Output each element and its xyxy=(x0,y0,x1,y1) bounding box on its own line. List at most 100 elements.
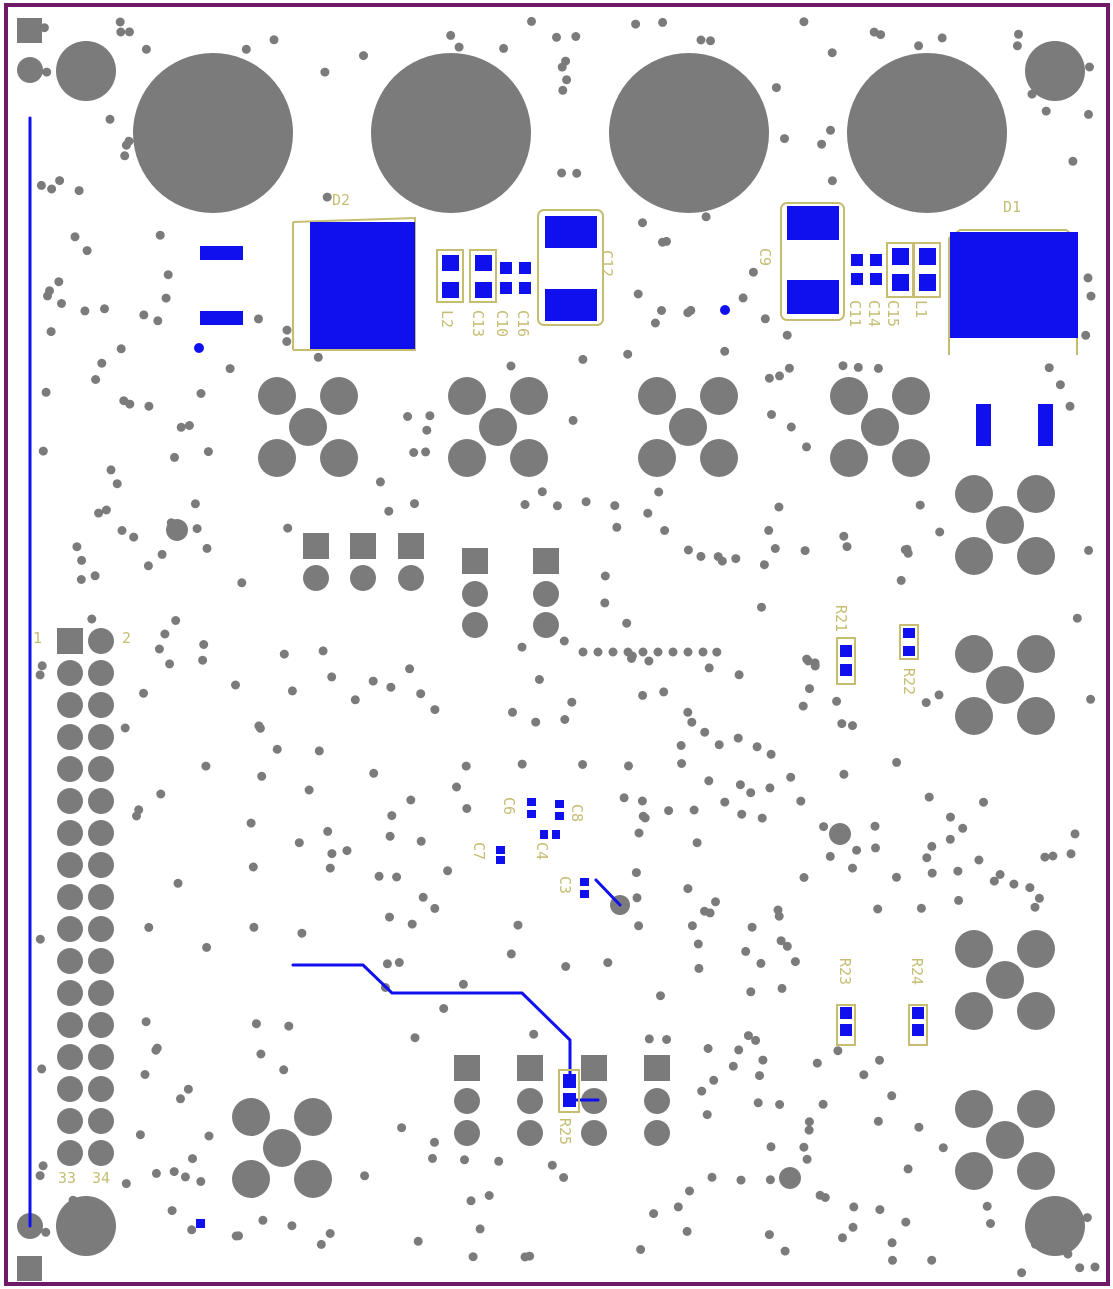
via xyxy=(154,644,164,654)
round-pad xyxy=(517,1088,543,1114)
five-hole-footprint xyxy=(232,1098,332,1198)
via xyxy=(282,337,292,346)
via xyxy=(170,452,179,462)
via xyxy=(774,502,784,512)
via xyxy=(802,1154,812,1164)
via xyxy=(720,797,730,807)
drill-hole xyxy=(1017,930,1055,968)
header-pin xyxy=(57,820,83,846)
drill-hole xyxy=(955,1152,993,1190)
header-pin xyxy=(88,820,114,846)
via xyxy=(559,636,569,646)
capacitor-group-right xyxy=(720,202,941,321)
via xyxy=(737,809,747,819)
header-pin-square xyxy=(57,628,83,654)
via xyxy=(74,186,84,196)
via xyxy=(934,690,944,700)
via xyxy=(101,505,111,515)
via xyxy=(161,293,171,303)
via xyxy=(38,446,48,456)
via xyxy=(304,785,314,795)
via xyxy=(269,35,279,45)
via xyxy=(188,1154,197,1164)
header-pin xyxy=(88,1012,114,1038)
via xyxy=(199,640,209,649)
header-pin xyxy=(88,884,114,910)
c14-label: C14 xyxy=(865,300,883,327)
via xyxy=(254,314,263,324)
square-pad xyxy=(398,533,424,559)
via xyxy=(608,647,618,657)
via xyxy=(184,421,194,430)
via xyxy=(827,176,837,186)
via xyxy=(790,957,800,967)
d2-label: D2 xyxy=(332,191,350,209)
via xyxy=(765,1175,775,1185)
via xyxy=(753,1098,763,1108)
via xyxy=(258,1215,268,1225)
via xyxy=(668,647,678,657)
via xyxy=(892,757,902,767)
via xyxy=(557,168,567,178)
via xyxy=(887,1091,897,1101)
via xyxy=(938,1143,948,1153)
via xyxy=(446,30,456,40)
drill-hole xyxy=(320,439,358,477)
via xyxy=(256,1049,266,1059)
r21-label: R21 xyxy=(832,605,850,632)
via xyxy=(192,524,202,534)
via xyxy=(54,277,64,287)
via xyxy=(430,705,440,715)
via xyxy=(386,682,396,692)
via xyxy=(129,532,139,542)
via xyxy=(700,906,709,916)
via xyxy=(416,836,426,846)
header-pin xyxy=(88,1140,114,1166)
via xyxy=(1066,849,1076,859)
via xyxy=(1030,902,1040,912)
via xyxy=(916,903,926,913)
via xyxy=(603,958,613,968)
via xyxy=(805,684,814,694)
via xyxy=(600,571,610,581)
via xyxy=(677,759,687,768)
via xyxy=(1048,851,1058,861)
round-pad xyxy=(303,565,329,591)
via xyxy=(825,851,835,861)
via xyxy=(180,1172,190,1182)
via xyxy=(387,811,397,821)
via xyxy=(757,602,766,612)
via xyxy=(248,862,258,872)
via xyxy=(644,656,654,666)
drill-hole xyxy=(258,377,296,415)
via xyxy=(237,578,247,588)
drill-hole xyxy=(479,408,517,446)
via xyxy=(225,364,235,374)
via xyxy=(786,422,796,432)
via xyxy=(804,1117,814,1127)
header-pin xyxy=(88,852,114,878)
via xyxy=(468,1252,478,1262)
via xyxy=(72,542,82,552)
via xyxy=(167,1206,177,1216)
via xyxy=(643,508,653,518)
via xyxy=(804,1125,814,1135)
via xyxy=(430,903,440,913)
via xyxy=(115,17,125,27)
c16-label: C16 xyxy=(514,310,532,337)
drill-hole xyxy=(1017,697,1055,735)
via xyxy=(937,33,947,43)
via xyxy=(297,928,307,938)
via xyxy=(144,922,154,932)
via xyxy=(782,330,792,340)
drill-hole xyxy=(1017,635,1055,673)
via xyxy=(531,717,541,727)
pin2-label: 2 xyxy=(122,629,131,647)
via xyxy=(693,939,703,949)
via xyxy=(1009,879,1019,889)
r25-label: R25 xyxy=(556,1118,574,1145)
five-hole-footprint xyxy=(638,377,738,477)
via xyxy=(231,680,240,690)
square-pad xyxy=(581,1055,607,1081)
